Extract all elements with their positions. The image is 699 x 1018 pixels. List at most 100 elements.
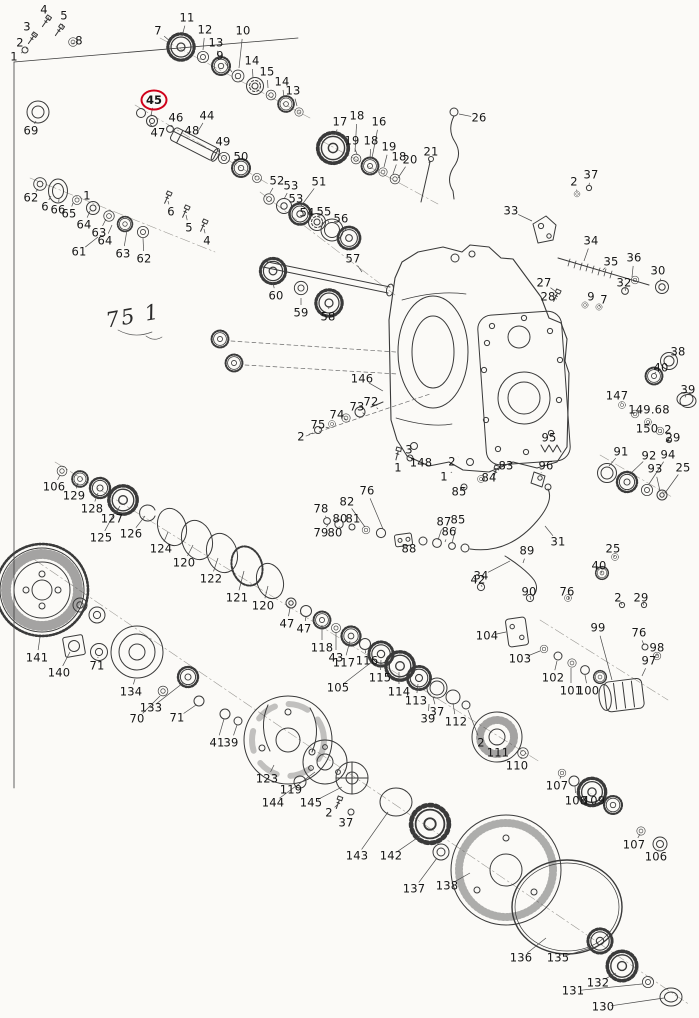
part-label-119: 119 — [279, 782, 303, 797]
part-label-6: 6 — [167, 204, 175, 219]
part-label-114: 114 — [387, 684, 411, 699]
part-label-9: 9 — [216, 48, 224, 63]
part-label-71: 71 — [89, 658, 105, 673]
part-label-127: 127 — [100, 511, 124, 526]
part-label-7: 7 — [600, 292, 608, 307]
part-label-9: 9 — [587, 289, 595, 304]
part-label-19: 19 — [344, 133, 360, 148]
part-label-59: 59 — [293, 305, 309, 320]
part-label-135: 135 — [546, 950, 570, 965]
part-label-21: 21 — [423, 144, 439, 159]
part-label-40: 40 — [653, 360, 669, 375]
part-label-5: 5 — [60, 8, 68, 23]
part-label-71: 71 — [169, 710, 185, 725]
part-label-15: 15 — [259, 64, 275, 79]
part-label-2: 2 — [448, 454, 456, 469]
part-label-128: 128 — [80, 501, 104, 516]
part-label-76: 76 — [631, 625, 647, 640]
part-label-33: 33 — [503, 203, 519, 218]
part-label-31: 31 — [550, 534, 566, 549]
part-label-52: 52 — [269, 173, 285, 188]
part-label-76: 76 — [359, 483, 375, 498]
part-label-54: 54 — [299, 205, 315, 220]
part-label-17: 17 — [332, 114, 348, 129]
part-label-129: 129 — [62, 488, 86, 503]
part-label-89: 89 — [519, 543, 535, 558]
part-label-38: 38 — [670, 344, 686, 359]
part-label-6: 6 — [41, 199, 49, 214]
part-label-58: 58 — [320, 309, 336, 324]
part-label-92: 92 — [641, 448, 657, 463]
part-label-1: 1 — [394, 460, 402, 475]
part-label-29: 29 — [665, 430, 681, 445]
part-label-14: 14 — [244, 53, 260, 68]
part-label-112: 112 — [444, 714, 468, 729]
part-label-107: 107 — [622, 837, 646, 852]
part-label-125: 125 — [89, 530, 113, 545]
part-label-47: 47 — [279, 616, 295, 631]
part-label-121: 121 — [225, 590, 249, 605]
part-label-79: 79 — [313, 525, 329, 540]
part-label-25: 25 — [605, 541, 621, 556]
part-label-70: 70 — [129, 711, 145, 726]
part-label-53: 53 — [288, 191, 304, 206]
part-label-113: 113 — [404, 693, 428, 708]
part-label-140: 140 — [47, 665, 71, 680]
part-label-138: 138 — [435, 878, 459, 893]
part-label-51: 51 — [311, 174, 327, 189]
part-label-93: 93 — [647, 461, 663, 476]
part-label-99: 99 — [590, 620, 606, 635]
part-label-149.68: 149.68 — [628, 402, 670, 417]
part-label-143: 143 — [345, 848, 369, 863]
part-label-109: 109 — [582, 793, 606, 808]
part-label-2: 2 — [477, 735, 485, 750]
part-label-53: 53 — [283, 178, 299, 193]
part-label-2: 2 — [664, 422, 672, 437]
part-label-150: 150 — [635, 421, 659, 436]
part-label-43: 43 — [328, 650, 344, 665]
part-label-12: 12 — [197, 22, 213, 37]
part-label-64: 64 — [76, 217, 92, 232]
part-label-42: 42 — [470, 572, 486, 587]
part-label-87: 87 — [436, 514, 452, 529]
part-label-104: 104 — [475, 628, 499, 643]
part-label-61: 61 — [71, 244, 87, 259]
part-label-84: 84 — [481, 470, 497, 485]
part-label-88: 88 — [401, 541, 417, 556]
part-label-64: 64 — [97, 233, 113, 248]
part-label-56: 56 — [333, 211, 349, 226]
part-label-41: 41 — [209, 735, 225, 750]
part-label-106: 106 — [42, 479, 66, 494]
part-label-91: 91 — [613, 444, 629, 459]
part-label-4: 4 — [203, 233, 211, 248]
part-label-133: 133 — [139, 700, 163, 715]
part-label-102: 102 — [541, 670, 565, 685]
part-label-97: 97 — [641, 653, 657, 668]
part-label-39: 39 — [420, 711, 436, 726]
part-label-18: 18 — [349, 108, 365, 123]
part-label-117: 117 — [332, 655, 356, 670]
part-label-62: 62 — [136, 251, 152, 266]
part-label-36: 36 — [626, 250, 642, 265]
part-label-5: 5 — [185, 220, 193, 235]
part-label-86: 86 — [441, 524, 457, 539]
part-label-132: 132 — [586, 975, 610, 990]
highlight-circle-part-45 — [140, 89, 168, 111]
part-label-7: 7 — [154, 23, 162, 38]
part-label-57: 57 — [345, 251, 361, 266]
part-label-110: 110 — [505, 758, 529, 773]
part-label-34: 34 — [473, 568, 489, 583]
part-label-69: 69 — [23, 123, 39, 138]
part-label-49: 49 — [215, 134, 231, 149]
part-label-48: 48 — [184, 123, 200, 138]
part-label-2: 2 — [325, 805, 333, 820]
part-label-72: 72 — [363, 394, 379, 409]
part-label-101: 101 — [559, 683, 583, 698]
part-label-39: 39 — [223, 735, 239, 750]
part-label-80: 80 — [327, 525, 343, 540]
part-label-141: 141 — [25, 650, 49, 665]
part-label-134: 134 — [119, 684, 143, 699]
part-label-136: 136 — [509, 950, 533, 965]
part-label-47: 47 — [296, 621, 312, 636]
